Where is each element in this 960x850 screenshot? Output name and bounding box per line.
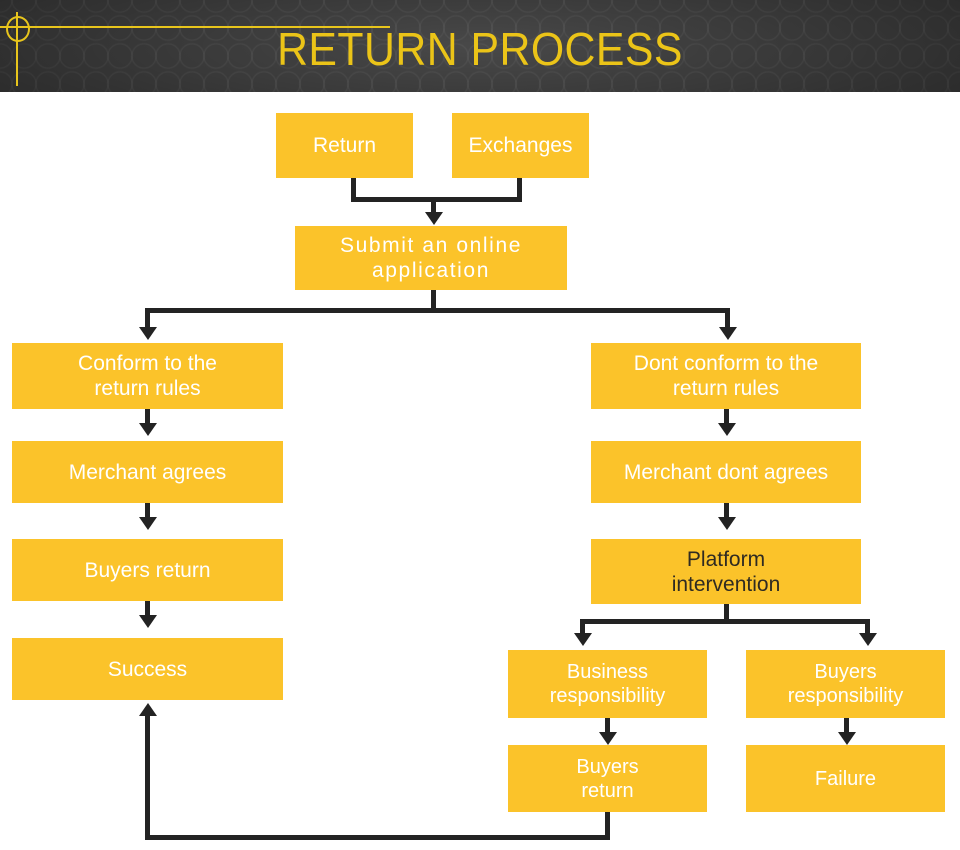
edge-dontconform-to-merchant xyxy=(724,409,729,425)
node-conform-to-return-rules[interactable]: Conform to the return rules xyxy=(12,343,283,409)
arrow-to-submit xyxy=(425,212,443,225)
edge-merchant-to-platform xyxy=(724,503,729,519)
arrow-merchant-to-buyers xyxy=(139,517,157,530)
edge-to-submit xyxy=(431,197,436,216)
edge-feedback-across xyxy=(145,835,610,840)
edge-return-down xyxy=(351,178,356,200)
edge-submit-down xyxy=(431,290,436,313)
arrow-business-to-buyersreturn xyxy=(599,732,617,745)
header-mesh-texture xyxy=(0,0,960,92)
node-submit-application[interactable]: Submit an online application xyxy=(295,226,567,290)
header-vignette xyxy=(0,0,960,92)
arrow-to-conform xyxy=(139,327,157,340)
edge-merge-bar-top xyxy=(351,197,522,202)
node-buyers-return-left[interactable]: Buyers return xyxy=(12,539,283,601)
node-return[interactable]: Return xyxy=(276,113,413,178)
arrow-buyersresp-to-failure xyxy=(838,732,856,745)
arrow-to-buyers-resp xyxy=(859,633,877,646)
node-platform-intervention[interactable]: Platform intervention xyxy=(591,539,861,604)
edge-buyersresp-to-failure xyxy=(844,718,849,734)
edge-feedback-down xyxy=(605,812,610,840)
header-circle-marker-icon xyxy=(6,16,30,42)
node-buyers-responsibility[interactable]: Buyers responsibility xyxy=(746,650,945,718)
node-dont-conform-to-return-rules[interactable]: Dont conform to the return rules xyxy=(591,343,861,409)
node-business-responsibility[interactable]: Business responsibility xyxy=(508,650,707,718)
edge-platform-down xyxy=(724,604,729,623)
arrow-conform-to-merchant xyxy=(139,423,157,436)
node-buyers-return-right[interactable]: Buyers return xyxy=(508,745,707,812)
arrow-to-dont-conform xyxy=(719,327,737,340)
arrow-feedback-to-success xyxy=(139,703,157,716)
node-failure[interactable]: Failure xyxy=(746,745,945,812)
edge-exchanges-down xyxy=(517,178,522,200)
node-merchant-agrees[interactable]: Merchant agrees xyxy=(12,441,283,503)
edge-to-business-resp xyxy=(580,619,585,635)
node-exchanges[interactable]: Exchanges xyxy=(452,113,589,178)
node-merchant-dont-agrees[interactable]: Merchant dont agrees xyxy=(591,441,861,503)
page-header: RETURN PROCESS xyxy=(0,0,960,92)
page-title: RETURN PROCESS xyxy=(277,23,683,75)
edge-split-bar xyxy=(145,308,730,313)
edge-conform-to-merchant xyxy=(145,409,150,425)
edge-feedback-up xyxy=(145,716,150,838)
arrow-merchant-to-platform xyxy=(718,517,736,530)
arrow-buyers-to-success xyxy=(139,615,157,628)
arrow-to-business-resp xyxy=(574,633,592,646)
header-horizontal-accent-line xyxy=(0,26,390,28)
edge-buyers-to-success xyxy=(145,601,150,617)
arrow-dontconform-to-merchant xyxy=(718,423,736,436)
edge-merchant-to-buyers xyxy=(145,503,150,519)
edge-split-left-down xyxy=(145,308,150,330)
edge-business-to-buyersreturn xyxy=(605,718,610,734)
edge-split-right-down xyxy=(725,308,730,330)
header-vertical-accent-line xyxy=(16,12,18,86)
node-success[interactable]: Success xyxy=(12,638,283,700)
edge-to-buyers-resp xyxy=(865,619,870,635)
edge-responsibility-bar xyxy=(580,619,870,624)
